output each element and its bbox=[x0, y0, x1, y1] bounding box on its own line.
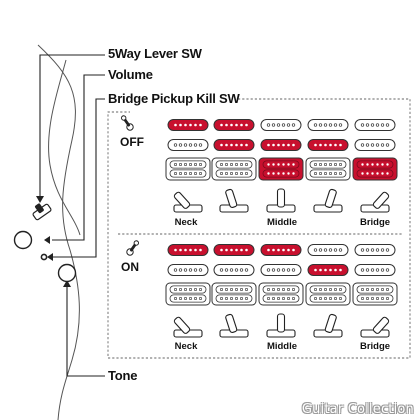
lever-position-icon-p1-c2 bbox=[266, 313, 296, 338]
pickup-middle-p1-c2 bbox=[260, 264, 302, 276]
pickup-bridge-p0-c1 bbox=[211, 157, 257, 181]
pickup-middle-p1-c0 bbox=[167, 264, 209, 276]
pickup-neck-p0-c1 bbox=[213, 119, 255, 131]
pickup-bridge-p1-c0 bbox=[165, 282, 211, 306]
volume-arrow-head bbox=[44, 236, 50, 244]
pickup-neck-p0-c4 bbox=[354, 119, 396, 131]
pickup-middle-p1-c4 bbox=[354, 264, 396, 276]
kill-leader-line bbox=[51, 98, 105, 258]
lever-position-icon-p0-c4 bbox=[360, 191, 390, 213]
lever-position-icon-p1-c1 bbox=[219, 313, 249, 338]
tone-knob-icon bbox=[57, 263, 77, 283]
pickup-bridge-p1-c4 bbox=[352, 282, 398, 306]
state-off-label: OFF bbox=[120, 135, 144, 149]
pickup-bridge-p0-c4 bbox=[352, 157, 398, 181]
lever-position-icon-p0-c0 bbox=[173, 191, 203, 213]
pickup-middle-p0-c0 bbox=[167, 139, 209, 151]
lever-position-icon-p1-c4 bbox=[360, 316, 390, 338]
pickup-middle-p0-c2 bbox=[260, 139, 302, 151]
pickup-middle-p1-c1 bbox=[213, 264, 255, 276]
pickup-neck-p0-c3 bbox=[307, 119, 349, 131]
pos-label-off-middle: Middle bbox=[266, 217, 298, 228]
watermark: Guitar Collection bbox=[301, 402, 414, 417]
tone-leader-line bbox=[66, 283, 105, 377]
guitar-body-outline bbox=[37, 44, 80, 420]
pickup-middle-p0-c3 bbox=[307, 139, 349, 151]
lever-position-icon-p1-c0 bbox=[173, 316, 203, 338]
pickup-middle-p0-c4 bbox=[354, 139, 396, 151]
pickup-bridge-p0-c0 bbox=[165, 157, 211, 181]
pickup-bridge-p0-c2 bbox=[258, 157, 304, 181]
toggle-switch-icon-on bbox=[126, 240, 140, 256]
pos-label-on-middle: Middle bbox=[266, 341, 298, 352]
pickup-neck-p0-c2 bbox=[260, 119, 302, 131]
pickup-bridge-p0-c3 bbox=[305, 157, 351, 181]
pickup-neck-p1-c3 bbox=[307, 244, 349, 256]
lever-sw-label: 5Way Lever SW bbox=[108, 46, 202, 61]
toggle-switch-icon-off bbox=[120, 115, 134, 131]
pickup-neck-p1-c2 bbox=[260, 244, 302, 256]
pickup-neck-p1-c4 bbox=[354, 244, 396, 256]
lever-leader-line bbox=[39, 54, 105, 200]
tone-arrow-head bbox=[63, 280, 71, 287]
lever-position-icon-p1-c3 bbox=[313, 313, 343, 338]
volume-knob-icon bbox=[13, 230, 33, 250]
pickup-neck-p1-c0 bbox=[167, 244, 209, 256]
volume-leader-line bbox=[52, 74, 105, 241]
pickup-neck-p1-c1 bbox=[213, 244, 255, 256]
lever-arrow-head bbox=[36, 196, 44, 203]
lever-position-icon-p0-c2 bbox=[266, 188, 296, 213]
lever-switch-icon bbox=[32, 203, 52, 221]
pickup-middle-p0-c1 bbox=[213, 139, 255, 151]
pickup-neck-p0-c0 bbox=[167, 119, 209, 131]
pickup-middle-p1-c3 bbox=[307, 264, 349, 276]
pos-label-off-neck: Neck bbox=[174, 217, 198, 228]
pos-label-on-bridge: Bridge bbox=[359, 341, 391, 352]
volume-label: Volume bbox=[108, 67, 153, 82]
tone-label: Tone bbox=[108, 368, 138, 383]
lever-position-icon-p0-c3 bbox=[313, 188, 343, 213]
pickguard-outline bbox=[48, 59, 81, 236]
kill-switch-icon bbox=[40, 253, 48, 261]
pos-label-on-neck: Neck bbox=[174, 341, 198, 352]
pos-label-off-bridge: Bridge bbox=[359, 217, 391, 228]
state-on-label: ON bbox=[121, 260, 139, 274]
kill-arrow-head bbox=[47, 253, 53, 261]
pickup-bridge-p1-c1 bbox=[211, 282, 257, 306]
kill-sw-label: Bridge Pickup Kill SW bbox=[108, 91, 240, 106]
lever-position-icon-p0-c1 bbox=[219, 188, 249, 213]
pickup-bridge-p1-c3 bbox=[305, 282, 351, 306]
pickup-bridge-p1-c2 bbox=[258, 282, 304, 306]
panel-dashed-border bbox=[107, 98, 411, 359]
